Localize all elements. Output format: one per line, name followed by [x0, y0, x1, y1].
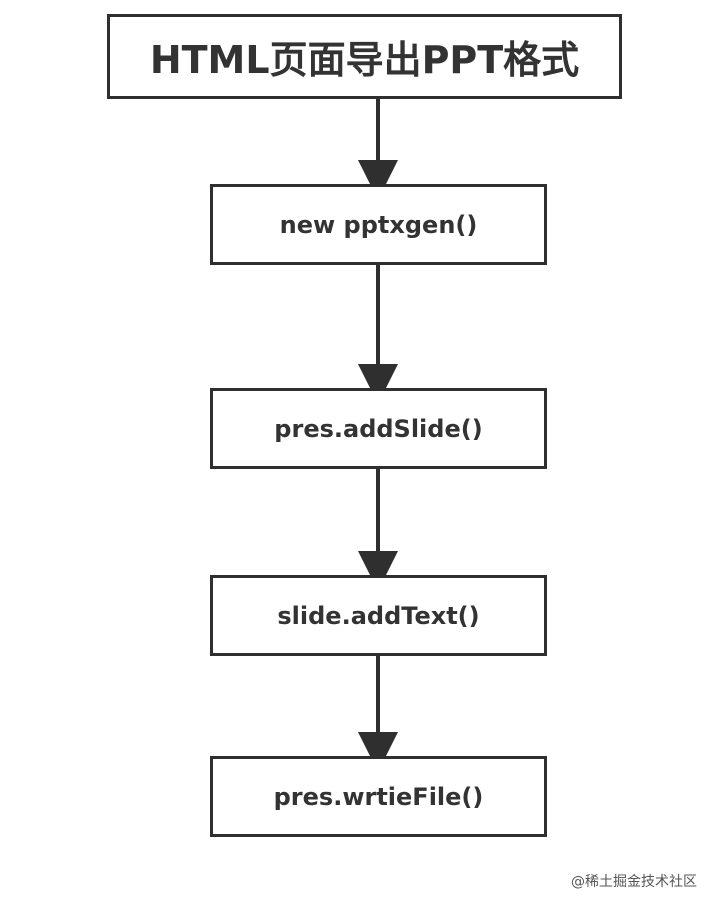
flow-step-label: slide.addText() [277, 601, 480, 630]
watermark: @稀土掘金技术社区 [571, 874, 697, 890]
flow-step-add-slide: pres.addSlide() [210, 388, 547, 469]
flow-step-label: new pptxgen() [279, 210, 478, 239]
flow-step-label: pres.addSlide() [274, 414, 483, 443]
flow-step-new-pptxgen: new pptxgen() [210, 184, 547, 265]
flowchart-title: HTML页面导出PPT格式 [149, 38, 580, 82]
flow-step-add-text: slide.addText() [210, 575, 547, 656]
flow-step-write-file: pres.wrtieFile() [210, 756, 547, 837]
flow-step-label: pres.wrtieFile() [273, 782, 484, 811]
flowchart-title-box: HTML页面导出PPT格式 [107, 14, 622, 99]
